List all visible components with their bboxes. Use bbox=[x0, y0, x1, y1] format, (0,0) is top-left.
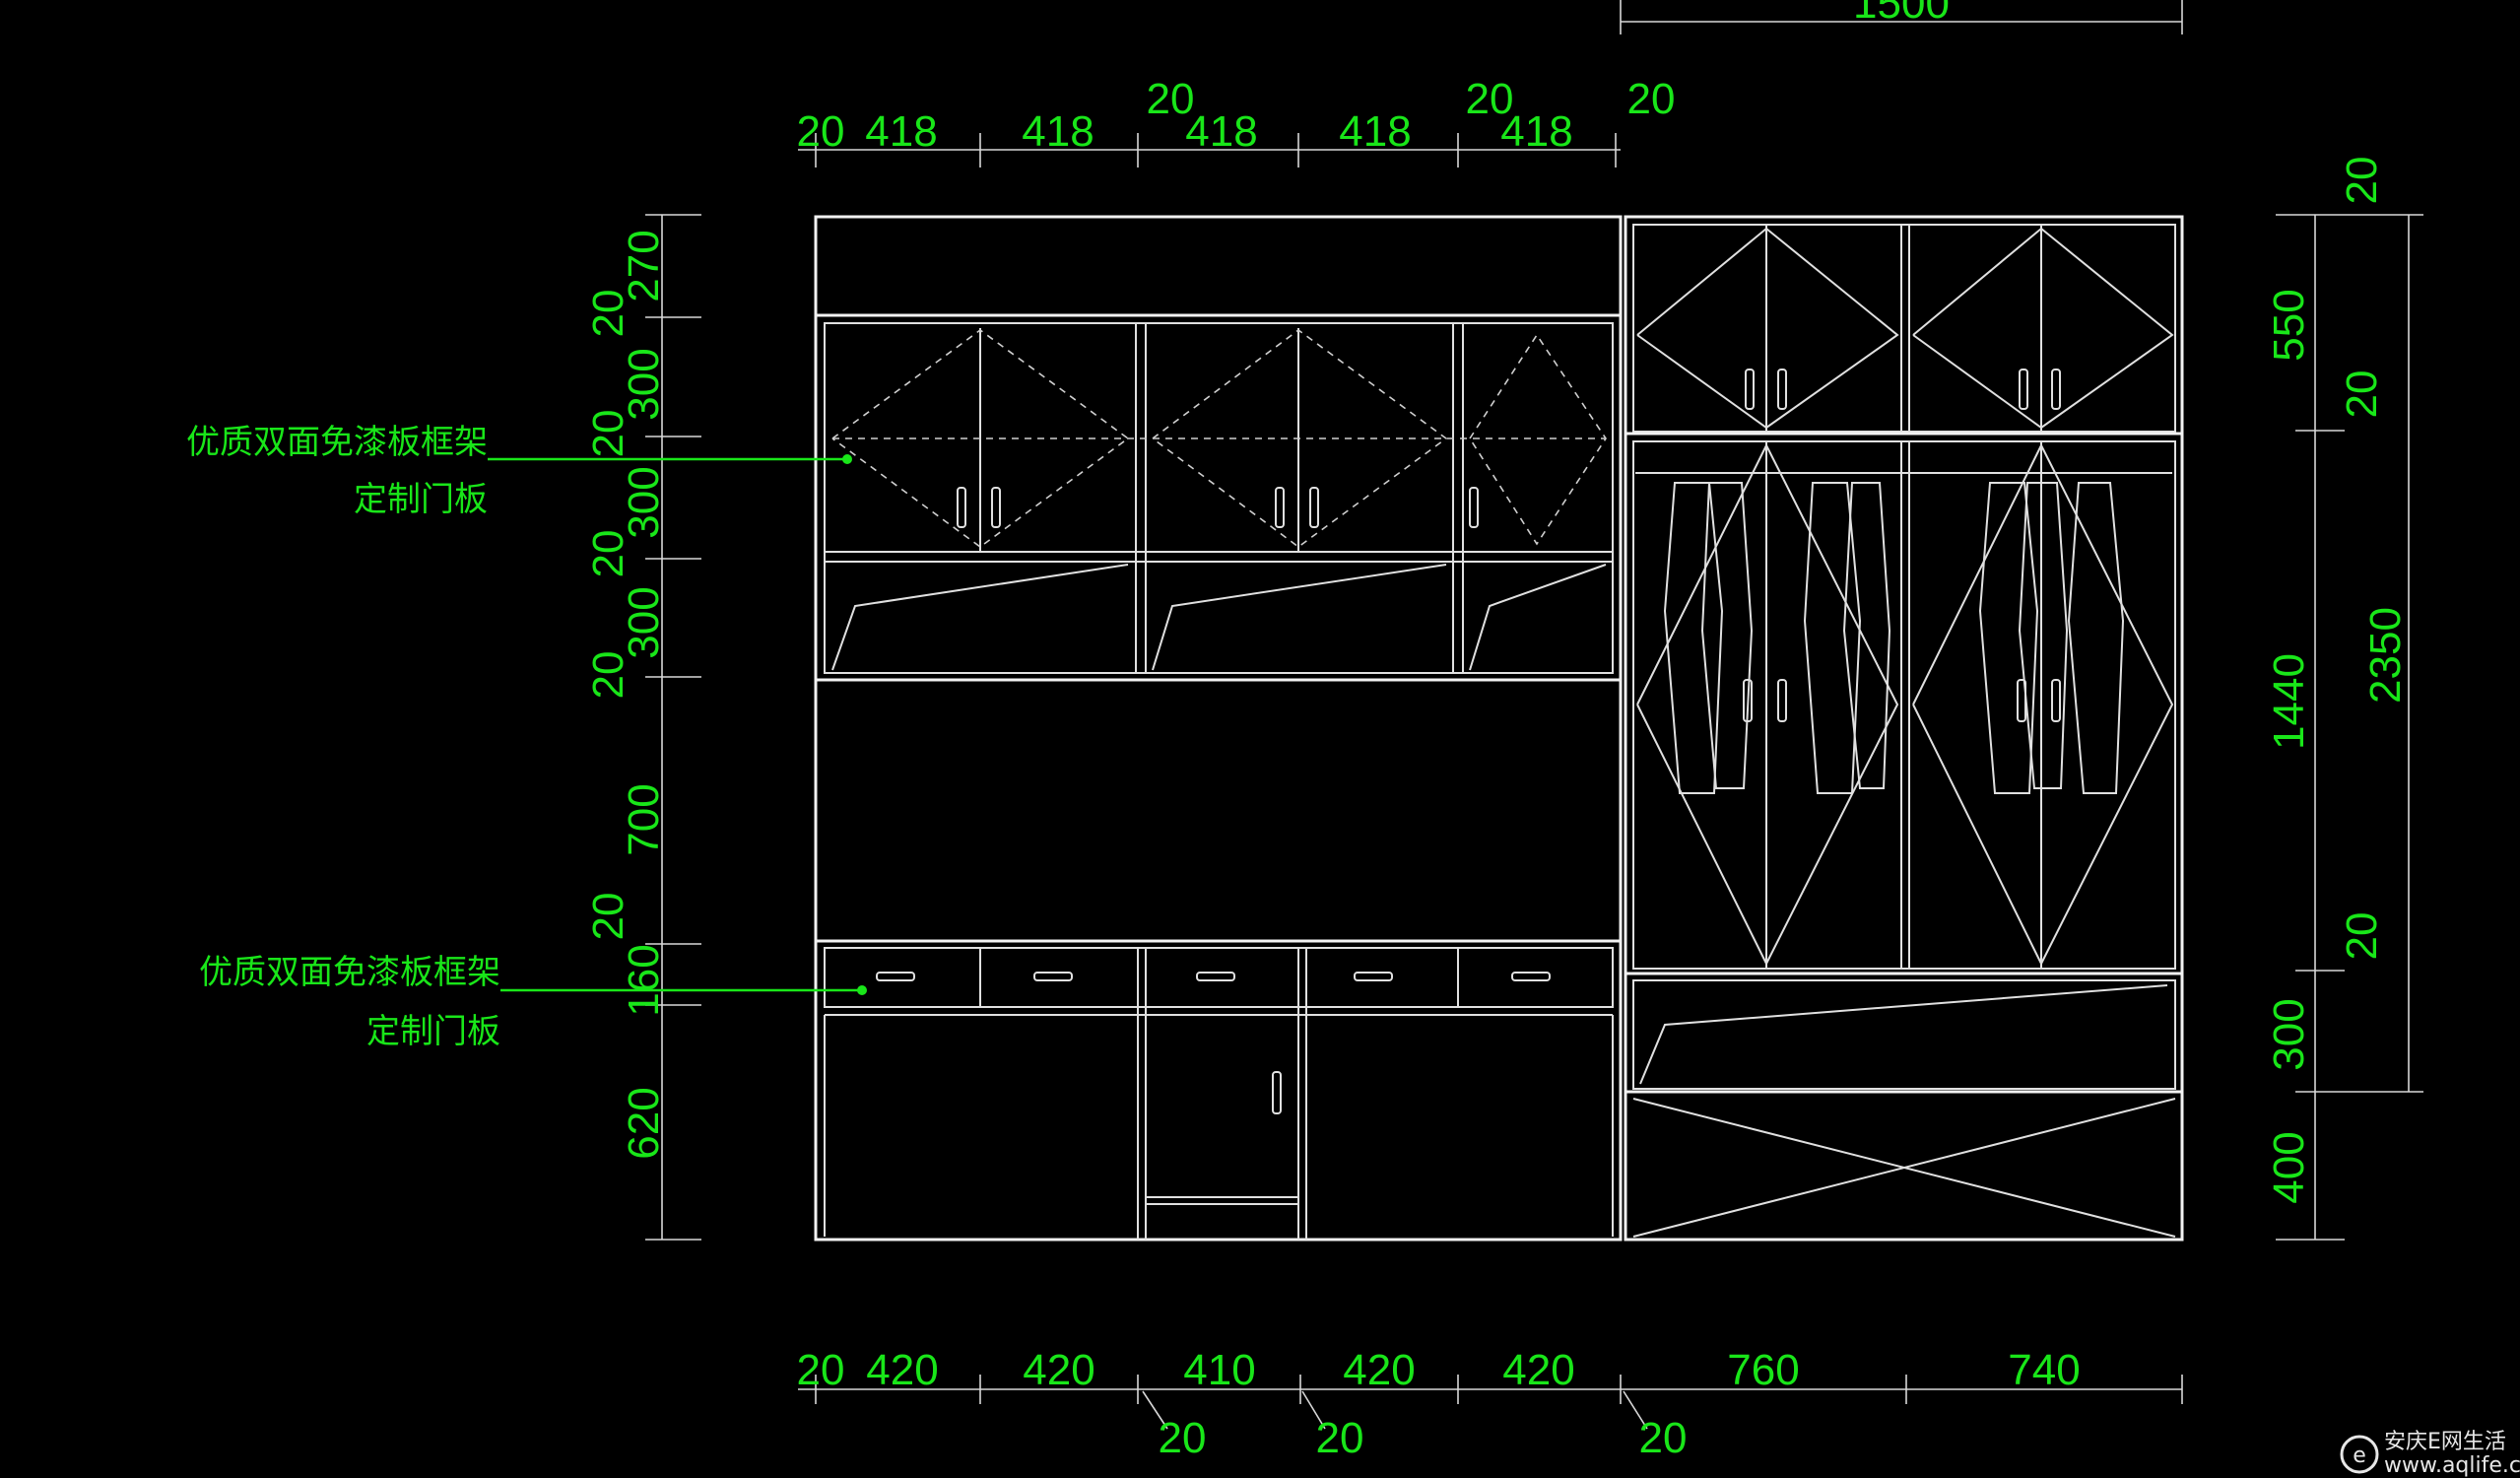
dim-right-2: 20 bbox=[2338, 370, 2386, 419]
watermark-logo-letter: e bbox=[2353, 1444, 2366, 1468]
dim-bottom-3: 410 bbox=[1183, 1346, 1255, 1394]
watermark-text: 安庆E网生活 bbox=[2384, 1430, 2506, 1454]
dim-left-11: 620 bbox=[620, 1087, 668, 1159]
annotation-upper-line1: 优质双面免漆板框架 bbox=[186, 423, 488, 462]
leader-dot-upper bbox=[842, 454, 852, 464]
dim-top-8: 20 bbox=[1627, 75, 1676, 123]
dim-bottom-1: 420 bbox=[866, 1346, 938, 1394]
dim-top-4: 418 bbox=[1185, 107, 1257, 156]
annotation-upper-line2: 定制门板 bbox=[354, 480, 488, 519]
dim-right-4: 20 bbox=[2338, 912, 2386, 961]
dim-bottom-7: 740 bbox=[2008, 1346, 2080, 1394]
annotation-upper: 优质双面免漆板框架 定制门板 bbox=[186, 423, 852, 519]
dim-top-7: 418 bbox=[1500, 107, 1572, 156]
leader-dot-lower bbox=[857, 985, 867, 995]
dim-left-10: 160 bbox=[620, 944, 668, 1016]
watermark-logo-icon bbox=[2340, 1435, 2379, 1474]
annotation-lower-line1: 优质双面免漆板框架 bbox=[199, 953, 500, 992]
dim-top-overall: 1500 bbox=[1853, 0, 1950, 28]
dimension-lines bbox=[645, 0, 2423, 1430]
dim-bottom-gap-2: 20 bbox=[1639, 1414, 1688, 1462]
dim-bottom-2: 420 bbox=[1023, 1346, 1094, 1394]
dim-right-0: 20 bbox=[2338, 157, 2386, 205]
dim-left-6: 20 bbox=[584, 651, 632, 700]
dim-top-5: 418 bbox=[1339, 107, 1411, 156]
watermark-url: www.aqlife.com bbox=[2384, 1453, 2520, 1478]
top-overall-dimension: 1500 bbox=[1853, 0, 1950, 28]
left-dimension-column: 20 270 20 300 20 300 20 300 700 20 160 6… bbox=[584, 230, 668, 1159]
dim-bottom-gap-1: 20 bbox=[1316, 1414, 1364, 1462]
annotation-lower-line2: 定制门板 bbox=[366, 1012, 500, 1051]
dim-right-5: 300 bbox=[2265, 998, 2313, 1070]
dim-right-6: 400 bbox=[2265, 1131, 2313, 1203]
door-handles bbox=[876, 369, 2061, 1114]
dim-left-7: 300 bbox=[620, 586, 668, 658]
dim-bottom-gap-0: 20 bbox=[1159, 1414, 1207, 1462]
dim-right-1: 550 bbox=[2265, 289, 2313, 361]
right-dimension-column: 20 550 20 1440 20 300 400 2350 bbox=[2265, 157, 2410, 1204]
dim-bottom-0: 20 bbox=[797, 1346, 845, 1394]
bottom-dimension-row: 20 420 420 410 420 420 760 740 20 20 20 bbox=[797, 1346, 2081, 1462]
dim-top-1: 418 bbox=[865, 107, 937, 156]
annotation-lower: 优质双面免漆板框架 定制门板 bbox=[199, 953, 867, 1051]
dim-bottom-4: 420 bbox=[1343, 1346, 1415, 1394]
dim-left-1: 270 bbox=[620, 230, 668, 302]
dim-top-2: 418 bbox=[1022, 107, 1094, 156]
dim-left-0: 20 bbox=[584, 290, 632, 338]
door-swing-pattern bbox=[831, 227, 2174, 967]
dim-right-3: 1440 bbox=[2265, 653, 2313, 750]
dim-left-8: 700 bbox=[620, 783, 668, 855]
cabinet-frame bbox=[814, 215, 2184, 1242]
dim-top-6: 20 bbox=[1466, 75, 1514, 123]
dim-left-9: 20 bbox=[584, 893, 632, 941]
dim-top-3: 20 bbox=[1147, 75, 1195, 123]
dim-top-0: 20 bbox=[797, 107, 845, 156]
dim-bottom-6: 760 bbox=[1727, 1346, 1799, 1394]
dim-left-5: 300 bbox=[620, 466, 668, 538]
watermark: e 安庆E网生活 www.aqlife.com bbox=[2340, 1430, 2520, 1478]
hanging-clothes bbox=[1663, 482, 2125, 794]
dim-left-3: 300 bbox=[620, 348, 668, 420]
dim-left-2: 20 bbox=[584, 410, 632, 458]
top-dimension-row: 20 418 418 20 418 418 20 418 20 bbox=[797, 75, 1676, 156]
dim-right-total: 2350 bbox=[2361, 607, 2410, 704]
dim-bottom-5: 420 bbox=[1502, 1346, 1574, 1394]
dim-left-4: 20 bbox=[584, 530, 632, 578]
